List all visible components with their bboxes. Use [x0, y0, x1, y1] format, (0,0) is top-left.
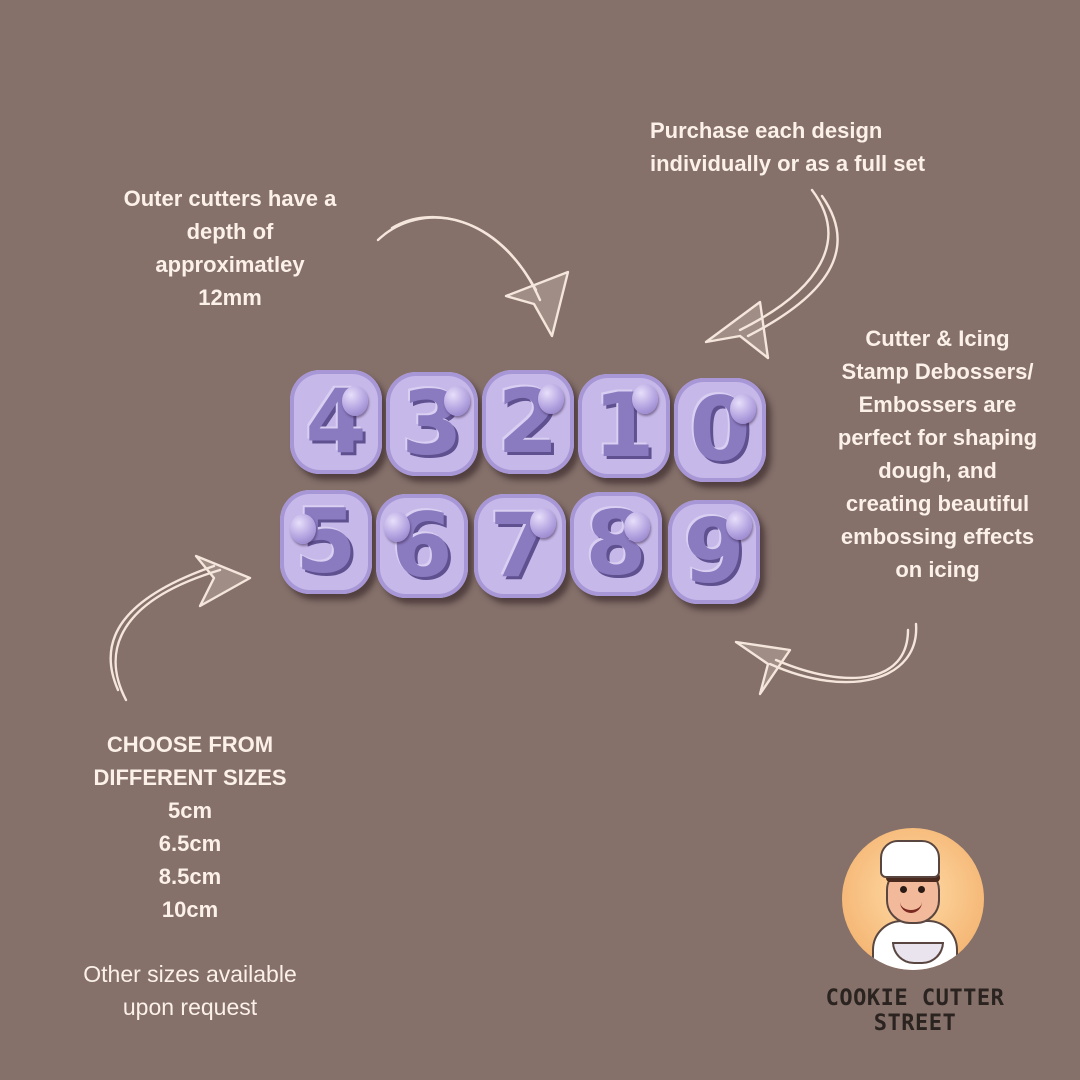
size-option: 10cm	[161, 897, 219, 922]
note-line: upon request	[122, 994, 258, 1020]
depth-line: 12mm	[198, 285, 262, 310]
stamp-line: embossing effects	[840, 524, 1035, 549]
balloon-icon	[726, 510, 752, 540]
cutter-digit: 6	[376, 494, 468, 598]
digit-label: 8	[585, 492, 647, 595]
stamp-line: on icing	[895, 557, 980, 582]
stamp-line: perfect for shaping	[837, 425, 1038, 450]
purchase-line: individually or as a full set	[650, 151, 926, 176]
arrow-icon	[109, 554, 252, 702]
chef-icon	[842, 828, 984, 970]
balloon-icon	[730, 394, 756, 424]
depth-line: approximatley	[155, 252, 305, 277]
arrow-icon	[734, 622, 918, 696]
cutter-outline	[280, 490, 372, 594]
balloon-icon	[530, 508, 556, 538]
chef-eye	[900, 886, 907, 893]
cutter-outline	[570, 492, 662, 596]
size-option: 8.5cm	[158, 864, 222, 889]
balloon-icon	[342, 386, 368, 416]
purchase-line: Purchase each design	[650, 118, 883, 143]
sizes-heading: DIFFERENT SIZES	[93, 765, 287, 790]
digit-label: 5	[295, 490, 357, 593]
arrow-icon	[704, 188, 839, 360]
size-option: 5cm	[167, 798, 213, 823]
balloon-icon	[444, 386, 470, 416]
sizes-heading: CHOOSE FROM	[106, 732, 274, 757]
cutter-digit: 2	[482, 370, 574, 474]
cutter-digit: 5	[280, 490, 372, 594]
cutter-digit: 1	[578, 374, 670, 478]
cutter-digit: 8	[570, 492, 662, 596]
balloon-icon	[384, 512, 410, 542]
chef-hat-icon	[880, 840, 940, 878]
stamp-line: dough, and	[878, 458, 997, 483]
stamp-line: creating beautiful	[845, 491, 1030, 516]
note-line: Other sizes available	[83, 961, 297, 987]
cutter-digit: 3	[386, 372, 478, 476]
size-option: 6.5cm	[158, 831, 222, 856]
stamp-line: Cutter & Icing	[865, 326, 1010, 351]
cutter-outline	[376, 494, 468, 598]
depth-line: depth of	[186, 219, 274, 244]
balloon-icon	[290, 514, 316, 544]
depth-line: Outer cutters have a	[123, 186, 337, 211]
balloon-icon	[538, 384, 564, 414]
chef-eye	[918, 886, 925, 893]
number-cutters: 4 3 2 1 0 5 6 7 8	[270, 360, 790, 620]
sizes-list: CHOOSE FROM DIFFERENT SIZES 5cm 6.5cm 8.…	[60, 728, 320, 926]
chef-smile	[900, 900, 922, 913]
cutter-digit: 0	[674, 378, 766, 482]
purchase-annotation: Purchase each design individually or as …	[650, 114, 990, 180]
cutter-digit: 4	[290, 370, 382, 474]
cutter-outline	[674, 378, 766, 482]
digit-label: 4	[305, 370, 367, 473]
balloon-icon	[624, 512, 650, 542]
stamp-annotation: Cutter & Icing Stamp Debossers/ Embosser…	[810, 322, 1065, 586]
stamp-line: Stamp Debossers/	[841, 359, 1034, 384]
stamp-line: Embossers are	[858, 392, 1017, 417]
arrow-icon	[376, 215, 570, 338]
balloon-icon	[632, 384, 658, 414]
cutter-digit: 7	[474, 494, 566, 598]
brand-name: COOKIE CUTTER STREET	[825, 986, 1005, 1036]
cutter-outline	[290, 370, 382, 474]
other-sizes-note: Other sizes available upon request	[50, 958, 330, 1024]
depth-annotation: Outer cutters have a depth of approximat…	[100, 182, 360, 314]
cutter-digit: 9	[668, 500, 760, 604]
